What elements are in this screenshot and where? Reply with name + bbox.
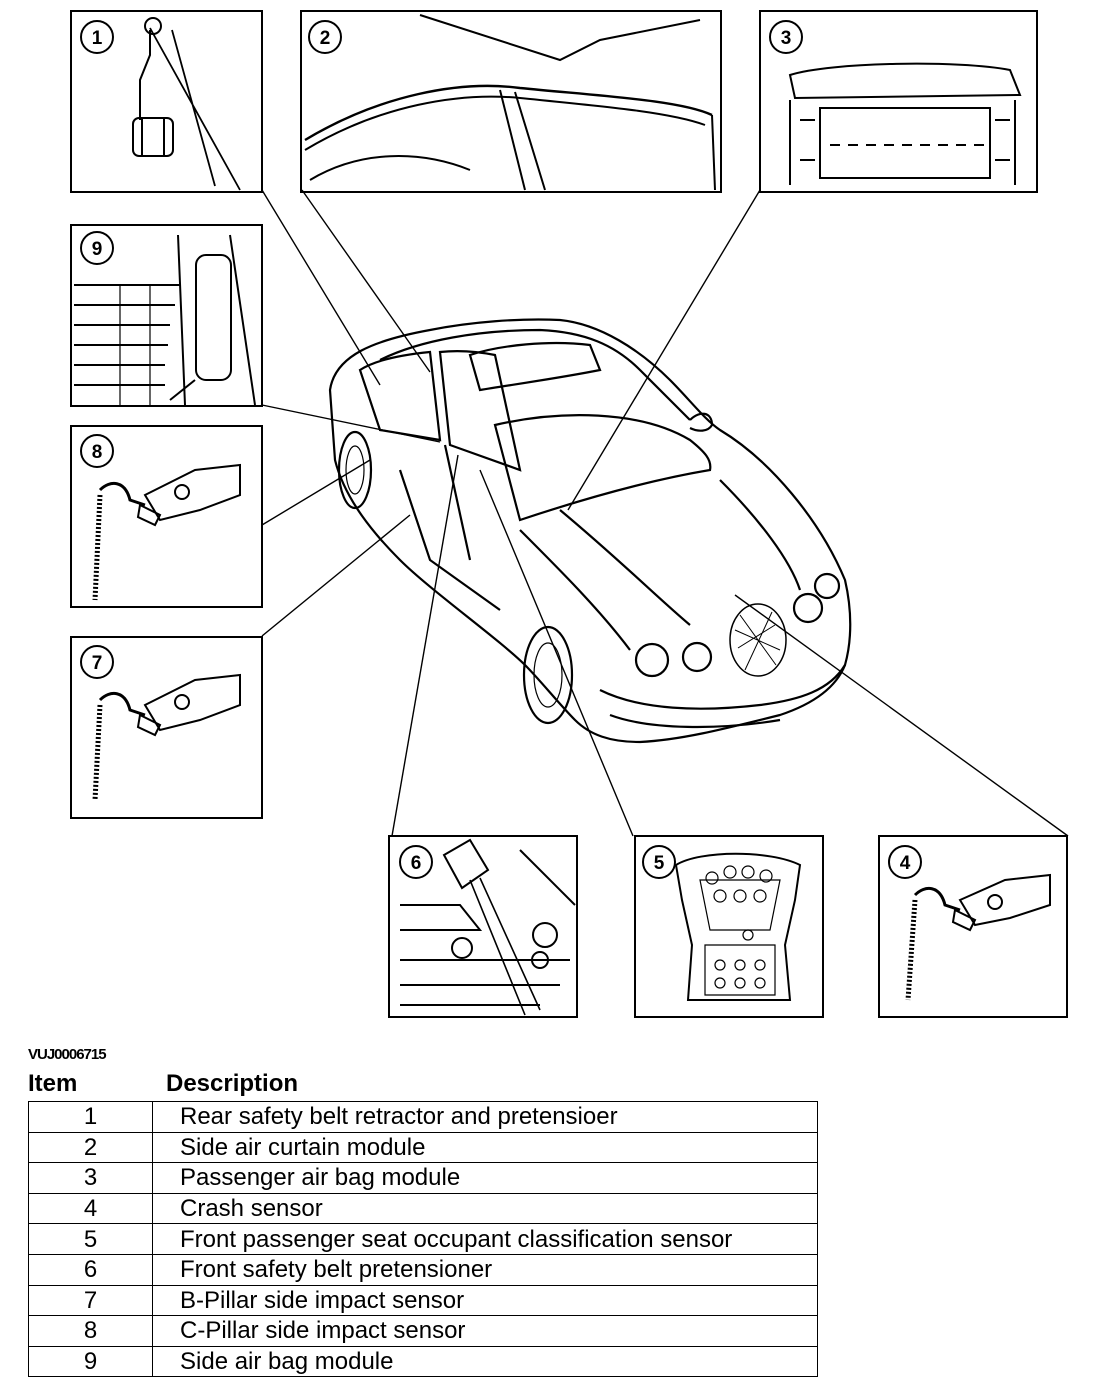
table-row: 8 C-Pillar side impact sensor [28,1315,818,1347]
panel-1-rear-belt-retractor [70,10,263,193]
component-location-diagram: 1 2 3 9 8 7 6 5 4 [70,10,1069,1018]
item-description: Front safety belt pretensioner [152,1253,818,1286]
panel-2-side-curtain [300,10,722,193]
panel-8-c-pillar-sensor [70,425,263,608]
item-number: 9 [28,1345,153,1378]
item-number: 3 [28,1162,153,1194]
callout-3: 3 [769,20,803,54]
callout-label-1: 1 [92,28,103,49]
item-description: Rear safety belt retractor and pretensio… [152,1101,818,1133]
callout-label-2: 2 [320,28,331,49]
item-description: C-Pillar side impact sensor [152,1315,818,1347]
panel-6-front-pretensioner [388,835,578,1018]
item-description: Side air curtain module [152,1131,818,1164]
panel-9-side-airbag [70,224,263,407]
callout-label-4: 4 [900,853,911,874]
table-row: 4 Crash sensor [28,1192,818,1225]
table-row: 2 Side air curtain module [28,1131,818,1164]
item-number: 2 [28,1131,153,1164]
callout-9: 9 [80,231,114,265]
item-number: 5 [28,1223,153,1255]
callout-label-6: 6 [411,853,422,874]
parts-table: 1 Rear safety belt retractor and pretens… [28,1101,818,1378]
item-description: Crash sensor [152,1192,818,1225]
item-number: 7 [28,1284,153,1317]
callout-6: 6 [399,845,433,879]
table-row: 6 Front safety belt pretensioner [28,1253,818,1286]
item-description: Passenger air bag module [152,1162,818,1194]
item-number: 8 [28,1315,153,1347]
panel-7-b-pillar-sensor [70,636,263,819]
table-header-item: Item [28,1070,78,1097]
callout-7: 7 [80,645,114,679]
figure-id: VUJ0006715 [28,1046,107,1063]
table-row: 3 Passenger air bag module [28,1162,818,1194]
car-illustration [328,318,852,744]
item-description: B-Pillar side impact sensor [152,1284,818,1317]
callout-label-5: 5 [654,853,665,874]
item-number: 6 [28,1253,153,1286]
callout-2: 2 [308,20,342,54]
callout-1: 1 [80,20,114,54]
table-row: 1 Rear safety belt retractor and pretens… [28,1101,818,1133]
panel-3-passenger-airbag [759,10,1038,193]
callout-label-8: 8 [92,442,103,463]
table-row: 7 B-Pillar side impact sensor [28,1284,818,1317]
leader-lines [261,189,1069,837]
panel-4-crash-sensor [878,835,1068,1018]
table-row: 5 Front passenger seat occupant classifi… [28,1223,818,1255]
callout-label-9: 9 [92,239,103,260]
callout-label-7: 7 [92,653,103,674]
item-description: Side air bag module [152,1345,818,1378]
item-description: Front passenger seat occupant classifica… [152,1223,818,1255]
item-number: 1 [28,1101,153,1133]
table-row: 9 Side air bag module [28,1345,818,1378]
callout-4: 4 [888,845,922,879]
table-header-description: Description [166,1070,299,1097]
callout-5: 5 [642,845,676,879]
panel-5-seat-occupant-sensor [634,835,824,1018]
item-number: 4 [28,1192,153,1225]
callout-badges: 1 2 3 9 8 7 6 5 4 [80,20,922,879]
callout-8: 8 [80,434,114,468]
callout-label-3: 3 [781,28,792,49]
